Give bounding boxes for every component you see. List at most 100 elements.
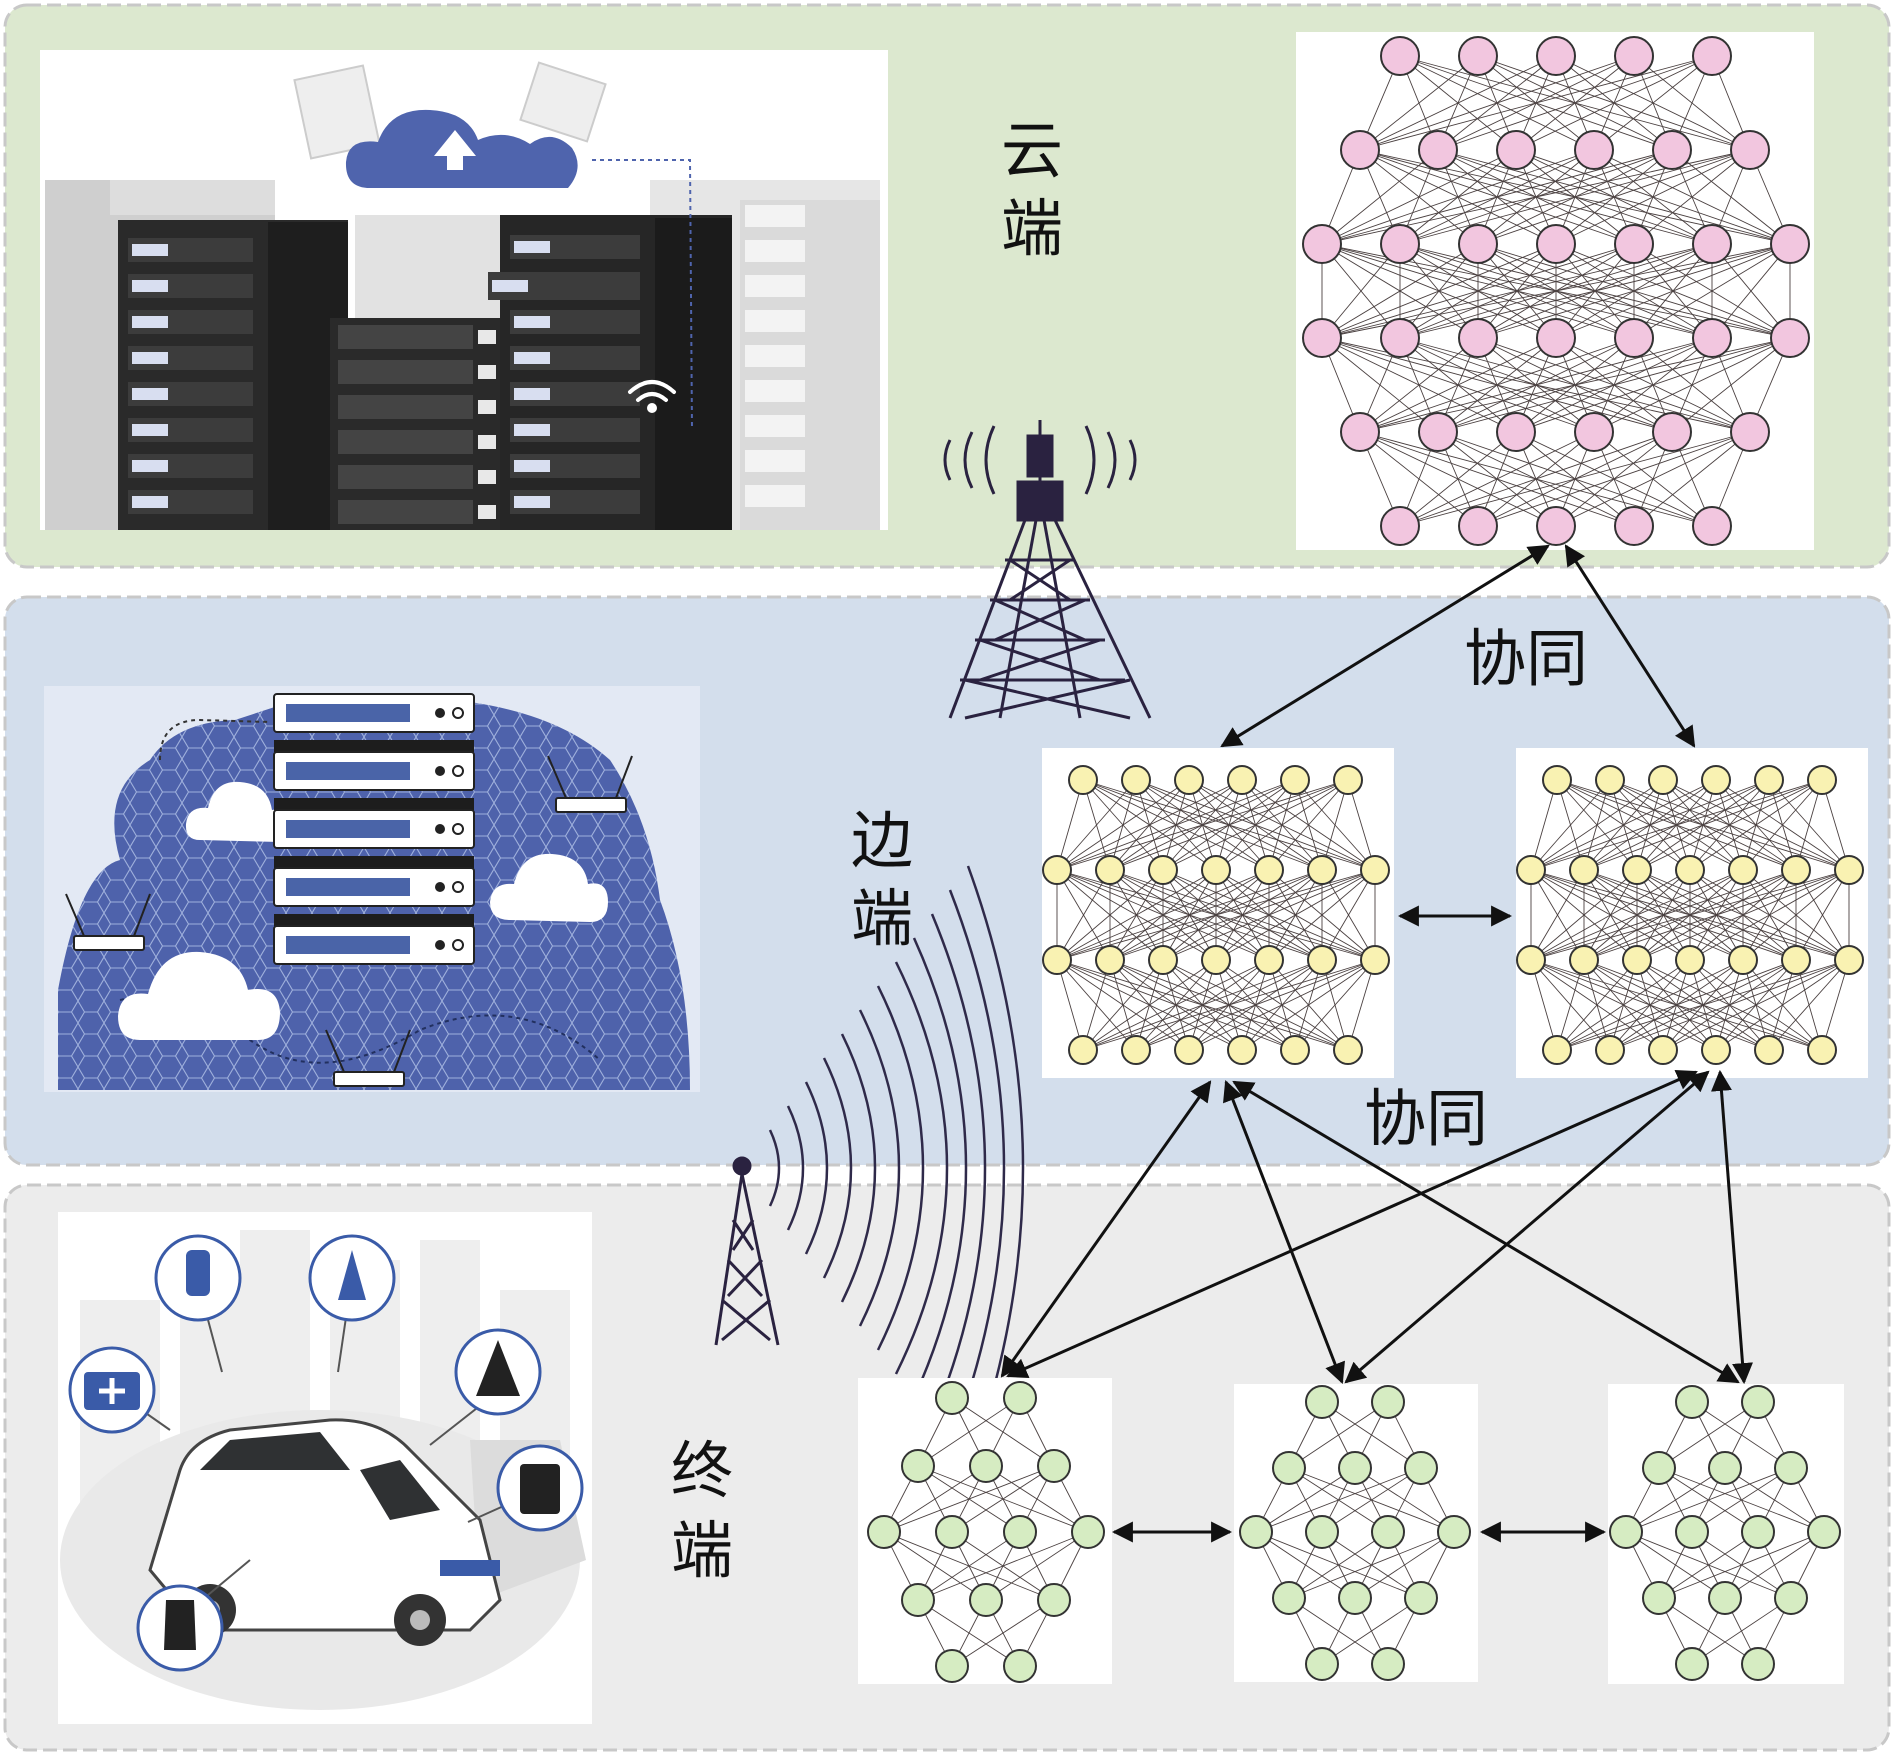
network-edge [1162,869,1376,961]
network-node [1614,36,1654,76]
network-edge [1321,243,1401,339]
network-edge [1321,1467,1422,1533]
network-node [1781,855,1811,885]
network-node [1042,945,1072,975]
network-node [1574,130,1614,170]
network-edge [1633,149,1751,245]
network-node [1642,1581,1676,1615]
network-edge [1821,959,1850,1051]
network-edge [1399,243,1791,339]
router-icon [65,755,633,1087]
network-edge [1477,243,1791,339]
network-edge [1556,959,1585,1051]
network-node [1042,855,1072,885]
edge-neural-network-2 [1516,765,1864,1065]
terminal-tier-label-char-1: 终 [671,1434,733,1507]
network-node [867,1515,901,1549]
network-edge [1255,1467,1356,1533]
network-node [1280,765,1310,795]
network-node [1095,945,1125,975]
network-node [1781,945,1811,975]
network-node [1227,1035,1257,1065]
network-node [1458,506,1498,546]
network-node [1708,1581,1742,1615]
network-node [1807,765,1837,795]
network-edge [1556,959,1744,1051]
network-edge [1056,779,1243,871]
network-edge [1354,1531,1455,1599]
network-node [1741,1515,1775,1549]
network-node [1622,945,1652,975]
network-edge [1359,55,1713,151]
network-edge [1255,1467,1422,1533]
network-edge [1056,869,1111,961]
terminal-neural-network-3-panel [1608,1384,1844,1684]
network-node [1360,855,1390,885]
network-edge [1593,337,1791,433]
arrow-edge2-term3 [1710,1069,1754,1385]
edge-tier-label-char-2: 端 [851,882,913,955]
network-node [1338,1581,1372,1615]
network-node [1307,855,1337,885]
edge-tier-label: 边 端 [851,804,913,955]
network-node [1807,1035,1837,1065]
network-edge [1609,959,1850,1051]
network-node [1542,1035,1572,1065]
cloud-tier-label-char-2: 端 [1001,192,1063,265]
network-node [1730,130,1770,170]
network-edge [1056,779,1137,871]
network-node [1174,765,1204,795]
network-node [1595,765,1625,795]
data-center-illustration [40,50,888,530]
network-edge [1662,959,1850,1051]
network-node [1730,412,1770,452]
network-edge [1288,1401,1389,1469]
network-edge [1321,869,1376,961]
network-node [1307,945,1337,975]
network-node [1003,1649,1037,1683]
network-edge [1795,779,1823,871]
network-node [1254,855,1284,885]
network-edge [1321,243,1713,339]
network-node [1692,506,1732,546]
network-node [1536,36,1576,76]
network-edge [1530,779,1770,871]
network-edge [1288,1531,1455,1599]
cloud-tier-label-char-1: 云 [1001,114,1063,187]
network-node [1121,1035,1151,1065]
network-edge [1625,1467,1726,1533]
arrow-cloud-edge2 [1564,544,1696,748]
network-node [1569,855,1599,885]
network-edge [1742,869,1850,961]
network-edge [1288,1531,1389,1599]
network-edge [1583,869,1850,961]
network-edge [1583,779,1823,871]
network-node [1496,412,1536,452]
network-node [1302,224,1342,264]
network-node [1574,412,1614,452]
network-node [1371,1385,1405,1419]
edge-neural-network-1 [1042,765,1390,1065]
network-edge [1821,779,1850,871]
network-node [1458,36,1498,76]
network-edge [1658,1531,1759,1599]
network-edge [1294,959,1376,1051]
network-node [1305,1385,1339,1419]
network-node [1614,318,1654,358]
network-edge [1556,959,1638,1051]
network-edge [1399,149,1751,245]
network-node [1652,412,1692,452]
network-node [1614,224,1654,264]
network-edge [1795,869,1850,961]
network-edge [1555,243,1791,339]
network-node [1774,1581,1808,1615]
network-edge [1188,959,1376,1051]
network-edge [1359,337,1557,433]
terminal-neural-network-1 [867,1381,1105,1683]
network-node [901,1583,935,1617]
network-edge [1321,243,1635,339]
network-edge [1689,779,1823,871]
network-node [1728,855,1758,885]
network-edge [1321,243,1479,339]
